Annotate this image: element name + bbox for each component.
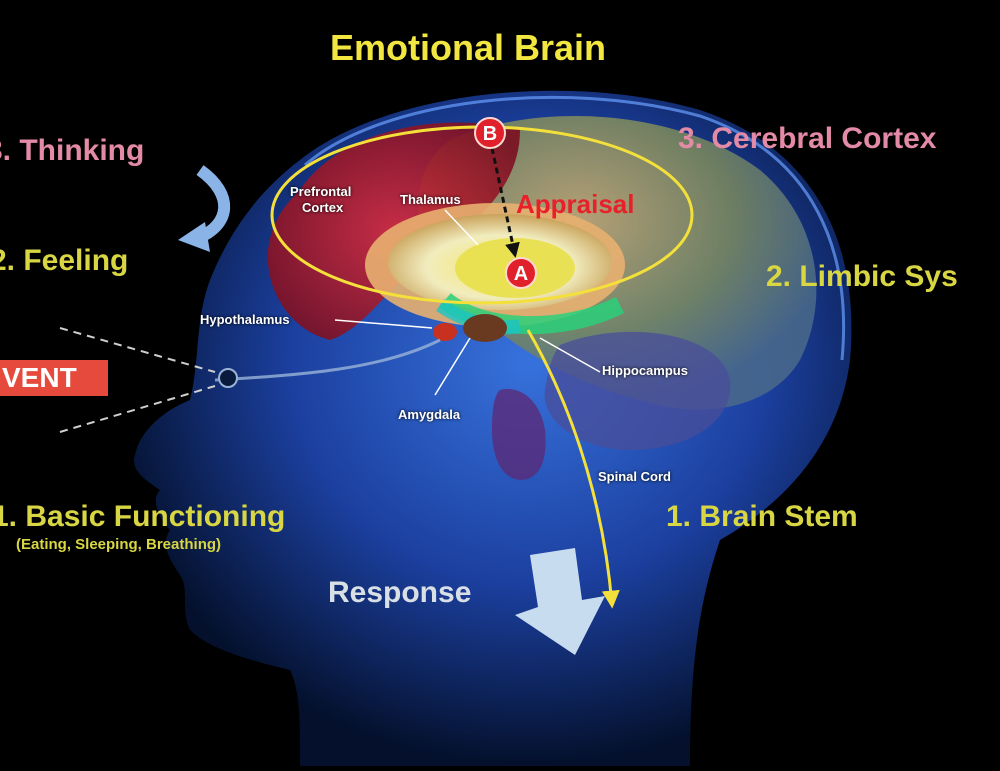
level-feeling: 2. Feeling bbox=[0, 244, 129, 277]
structure-stem: 1. Brain Stem bbox=[666, 500, 858, 533]
label-hippocampus: Hippocampus bbox=[602, 363, 688, 378]
level-basic: 1. Basic Functioning bbox=[0, 500, 286, 533]
event-label: VENT bbox=[0, 360, 108, 396]
label-thalamus: Thalamus bbox=[400, 192, 461, 207]
structure-cortex: 3. Cerebral Cortex bbox=[678, 122, 937, 155]
level-thinking: 3. Thinking bbox=[0, 134, 145, 167]
label-hypothalamus: Hypothalamus bbox=[200, 312, 290, 327]
response-label: Response bbox=[328, 576, 472, 609]
level-basic-sub: (Eating, Sleeping, Breathing) bbox=[16, 536, 222, 553]
brainstem-shape bbox=[492, 389, 546, 480]
appraisal-label: Appraisal bbox=[516, 189, 635, 219]
b-to-a-arrow bbox=[490, 147, 520, 258]
cerebellum-shape bbox=[544, 331, 731, 450]
label-prefrontal-line2: Cortex bbox=[302, 200, 344, 215]
label-spinal-cord: Spinal Cord bbox=[598, 469, 671, 484]
thinking-to-feeling-arrow bbox=[195, 165, 231, 244]
marker-a: A bbox=[505, 257, 537, 289]
marker-b: B bbox=[474, 117, 506, 149]
label-amygdala: Amygdala bbox=[398, 407, 461, 422]
response-down-arrow bbox=[515, 548, 605, 655]
response-path-arrow bbox=[526, 329, 620, 609]
structure-limbic: 2. Limbic Sys bbox=[766, 260, 958, 293]
label-prefrontal-line1: Prefrontal bbox=[290, 184, 352, 199]
diagram-title: Emotional Brain bbox=[330, 27, 607, 68]
